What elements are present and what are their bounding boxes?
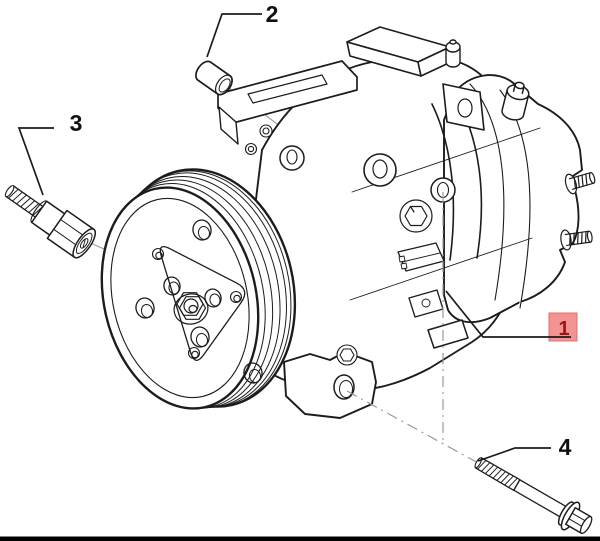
bolt-head-end <box>579 515 593 535</box>
bottom-lug <box>283 351 377 419</box>
leader-line-4 <box>477 447 551 462</box>
rear-foot <box>427 319 469 349</box>
part-flange-bolt <box>474 457 593 535</box>
clutch-hub-nut <box>173 292 209 325</box>
leader-line-1 <box>445 290 571 338</box>
callout-label-4[interactable]: 4 <box>559 434 572 460</box>
mid-ear-hole <box>372 159 388 179</box>
bottom-border-bar <box>0 536 600 541</box>
compressor-body <box>217 26 596 419</box>
part-stud-bolt <box>4 185 97 259</box>
stud-end-inner <box>75 232 93 255</box>
callout-label-1[interactable]: 1 <box>558 318 569 340</box>
stud-thread-ticks <box>8 188 44 216</box>
front-bracket-ear-hole <box>286 149 298 165</box>
bolt-shank <box>513 479 568 518</box>
stud-end-hole <box>79 238 89 249</box>
centerlines <box>346 192 481 465</box>
leader-line-2 <box>206 13 262 58</box>
stud-thread-tip <box>4 185 15 198</box>
bolt-diagonal-centerline <box>346 390 481 465</box>
head-stud-upper <box>564 172 596 195</box>
electrical-connector <box>397 242 445 318</box>
clutch-disc-inner-ring <box>110 197 250 399</box>
callout-label-3[interactable]: 3 <box>70 110 83 136</box>
lug-hole-inner <box>339 380 353 398</box>
front-bracket-foot <box>218 106 239 145</box>
rear-head-seam-1 <box>469 83 505 301</box>
head-cap-large <box>501 81 530 121</box>
lug-bolt-hex <box>339 348 355 362</box>
stud-shoulder-arc <box>30 200 47 223</box>
cap-opening <box>214 74 233 96</box>
head-cap-small <box>445 39 461 68</box>
part-sealing-cap <box>195 60 233 96</box>
callouts: 2 3 4 1 <box>17 1 578 462</box>
head-stud-lower <box>560 229 593 251</box>
body-band-front <box>431 103 455 261</box>
clutch-front-plate <box>100 186 263 410</box>
clutch-triangle-plate <box>159 246 246 361</box>
small-bolts <box>244 124 273 156</box>
front-bracket-slot <box>247 74 328 104</box>
triangle-corner-rivets <box>151 247 243 360</box>
callout-label-2[interactable]: 2 <box>266 1 279 27</box>
cap-opening-inner <box>218 78 231 93</box>
hex-plug <box>399 199 433 233</box>
body-seam-2 <box>349 237 533 301</box>
leader-line-3 <box>17 127 54 196</box>
bracket-riser-hole <box>457 98 473 118</box>
stud-hole-tick <box>82 239 86 248</box>
bolt-thread-ticks <box>477 459 518 488</box>
